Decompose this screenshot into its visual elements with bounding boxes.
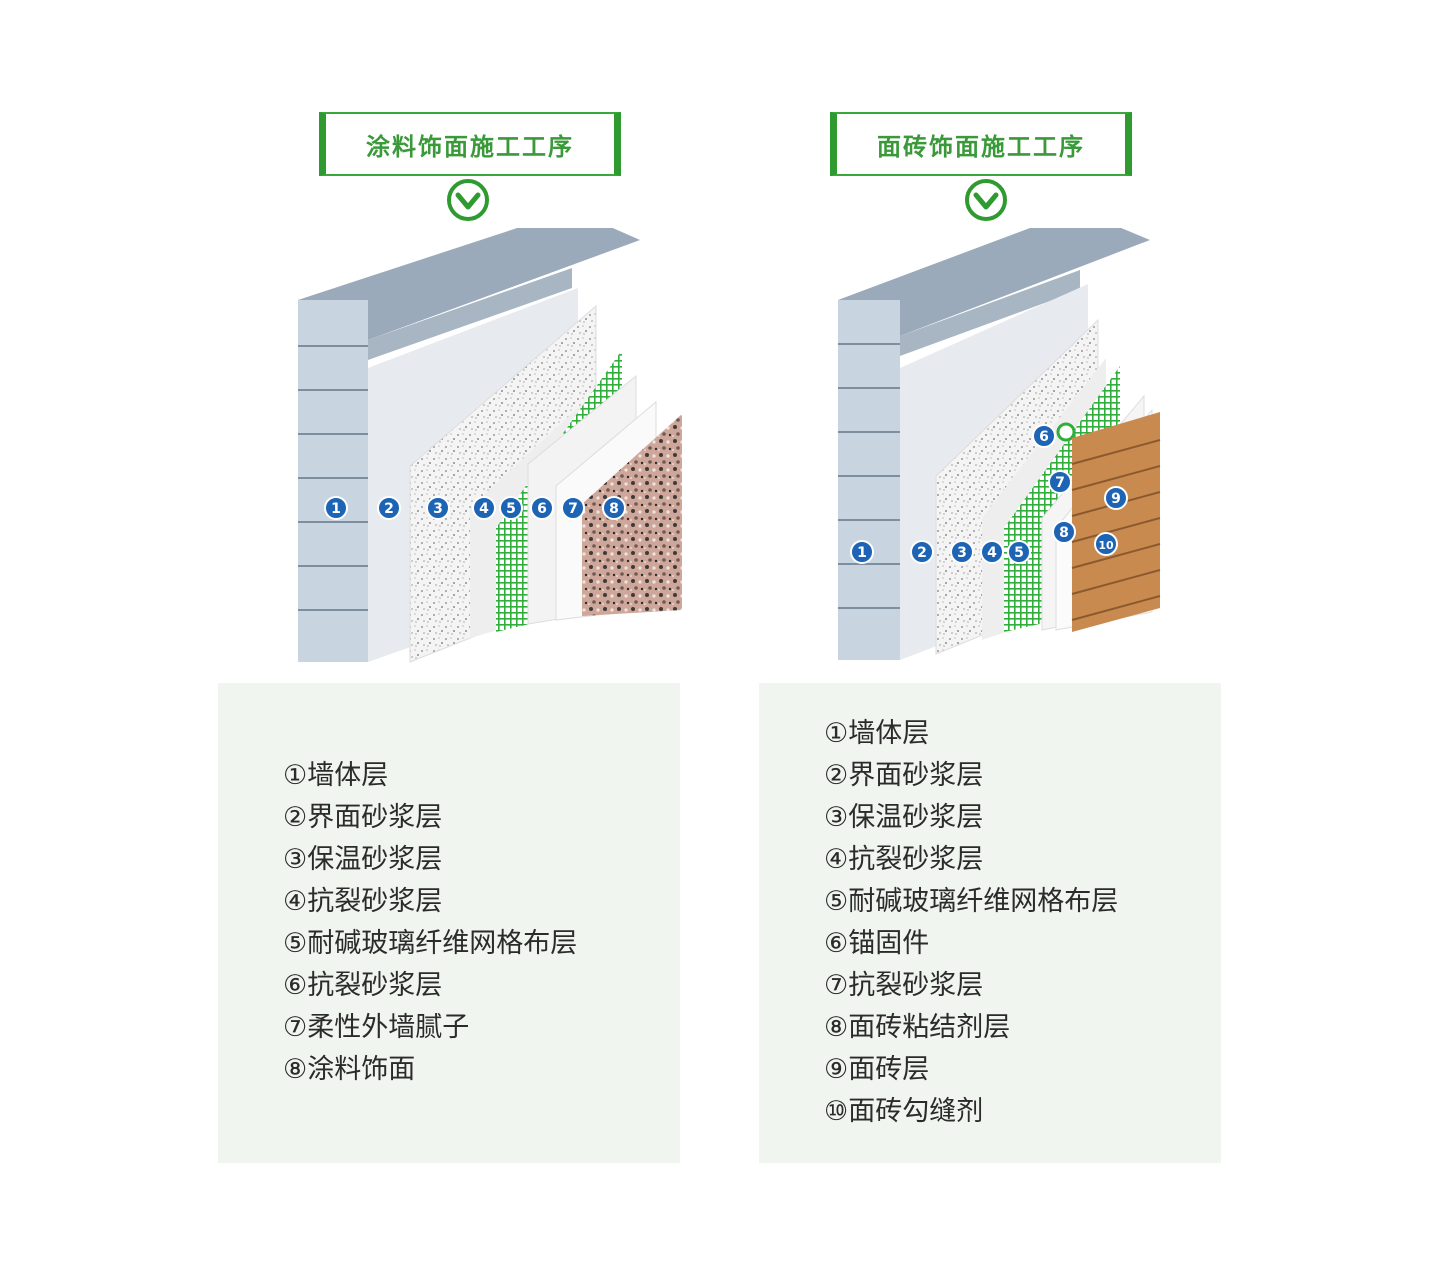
legend-list: ①墙体层 ②界面砂浆层 ③保温砂浆层 ④抗裂砂浆层 ⑤耐碱玻璃纤维网格布层 ⑥锚… xyxy=(824,713,1118,1133)
legend-list: ①墙体层 ②界面砂浆层 ③保温砂浆层 ④抗裂砂浆层 ⑤耐碱玻璃纤维网格布层 ⑥抗… xyxy=(283,755,577,1091)
legend-item: ①墙体层 xyxy=(824,718,930,749)
badge-2: 2 xyxy=(910,540,934,564)
legend-item: ③保温砂浆层 xyxy=(824,802,984,833)
wall-front xyxy=(838,300,900,660)
svg-text:3: 3 xyxy=(957,545,967,561)
badge-4: 4 xyxy=(472,496,496,520)
badge-5: 5 xyxy=(1007,540,1031,564)
svg-text:1: 1 xyxy=(331,501,341,517)
svg-text:6: 6 xyxy=(537,501,547,517)
chevron-down-circle-icon xyxy=(447,179,489,221)
svg-text:10: 10 xyxy=(1098,539,1114,552)
legend-item: ⑩面砖勾缝剂 xyxy=(824,1096,984,1127)
legend-item: ⑨面砖层 xyxy=(824,1054,930,1085)
svg-text:9: 9 xyxy=(1111,491,1121,507)
legend-item: ⑥抗裂砂浆层 xyxy=(283,970,443,1001)
svg-text:2: 2 xyxy=(384,501,394,517)
legend-box: ①墙体层 ②界面砂浆层 ③保温砂浆层 ④抗裂砂浆层 ⑤耐碱玻璃纤维网格布层 ⑥抗… xyxy=(218,683,680,1163)
svg-text:4: 4 xyxy=(987,545,997,561)
wall-top xyxy=(838,228,1150,336)
legend-item: ⑦抗裂砂浆层 xyxy=(824,970,984,1001)
coating-finish-panel: 涂料饰面施工工序 1 xyxy=(218,112,682,1163)
badge-3: 3 xyxy=(950,540,974,564)
legend-item: ⑤耐碱玻璃纤维网格布层 xyxy=(283,928,578,959)
layer-coating-finish xyxy=(582,414,682,616)
badge-2: 2 xyxy=(377,496,401,520)
wall-layers-illustration: 1 2 3 4 5 6 7 8 xyxy=(298,228,682,663)
panel-title-text: 涂料饰面施工工序 xyxy=(366,132,574,161)
badge-1: 1 xyxy=(850,540,874,564)
legend-item: ④抗裂砂浆层 xyxy=(824,844,984,875)
chevron-down-circle-icon xyxy=(965,179,1007,221)
legend-item: ②界面砂浆层 xyxy=(283,802,443,833)
svg-text:7: 7 xyxy=(568,501,578,517)
svg-text:3: 3 xyxy=(433,501,443,517)
tile-finish-panel: 面砖饰面施工工序 xyxy=(720,0,1437,1265)
legend-item: ⑤耐碱玻璃纤维网格布层 xyxy=(824,886,1119,917)
badge-1: 1 xyxy=(324,496,348,520)
legend-item: ④抗裂砂浆层 xyxy=(283,886,443,917)
badge-8: 8 xyxy=(602,496,626,520)
legend-item: ③保温砂浆层 xyxy=(283,844,443,875)
badge-4: 4 xyxy=(980,540,1004,564)
legend-item: ⑦柔性外墙腻子 xyxy=(283,1012,470,1043)
panel-title: 涂料饰面施工工序 xyxy=(319,112,621,176)
wall-front xyxy=(298,300,368,662)
svg-text:7: 7 xyxy=(1055,475,1065,491)
svg-text:1: 1 xyxy=(857,545,867,561)
badge-10: 10 xyxy=(1094,532,1118,556)
svg-text:6: 6 xyxy=(1039,429,1049,445)
svg-text:5: 5 xyxy=(506,501,516,517)
svg-text:4: 4 xyxy=(479,501,489,517)
badge-7: 7 xyxy=(1048,470,1072,494)
anchor-icon xyxy=(1056,422,1076,442)
panel-title-text: 面砖饰面施工工序 xyxy=(877,132,1085,161)
badge-3: 3 xyxy=(426,496,450,520)
badge-6: 6 xyxy=(530,496,554,520)
badge-5: 5 xyxy=(499,496,523,520)
badge-8: 8 xyxy=(1052,520,1076,544)
badge-6: 6 xyxy=(1032,424,1056,448)
legend-box: ①墙体层 ②界面砂浆层 ③保温砂浆层 ④抗裂砂浆层 ⑤耐碱玻璃纤维网格布层 ⑥锚… xyxy=(759,683,1221,1163)
svg-text:5: 5 xyxy=(1014,545,1024,561)
badge-9: 9 xyxy=(1104,486,1128,510)
legend-item: ①墙体层 xyxy=(283,760,389,791)
svg-text:8: 8 xyxy=(609,501,619,517)
panel-title: 面砖饰面施工工序 xyxy=(830,112,1132,176)
legend-item: ②界面砂浆层 xyxy=(824,760,984,791)
badge-7: 7 xyxy=(561,496,585,520)
wall-layers-illustration: 1 2 3 4 5 6 7 8 9 10 xyxy=(838,228,1161,660)
svg-text:2: 2 xyxy=(917,545,927,561)
svg-text:8: 8 xyxy=(1059,525,1069,541)
wall-top xyxy=(298,228,640,340)
legend-item: ⑧面砖粘结剂层 xyxy=(824,1012,1011,1043)
legend-item: ⑧涂料饰面 xyxy=(283,1054,416,1085)
legend-item: ⑥锚固件 xyxy=(824,928,930,959)
